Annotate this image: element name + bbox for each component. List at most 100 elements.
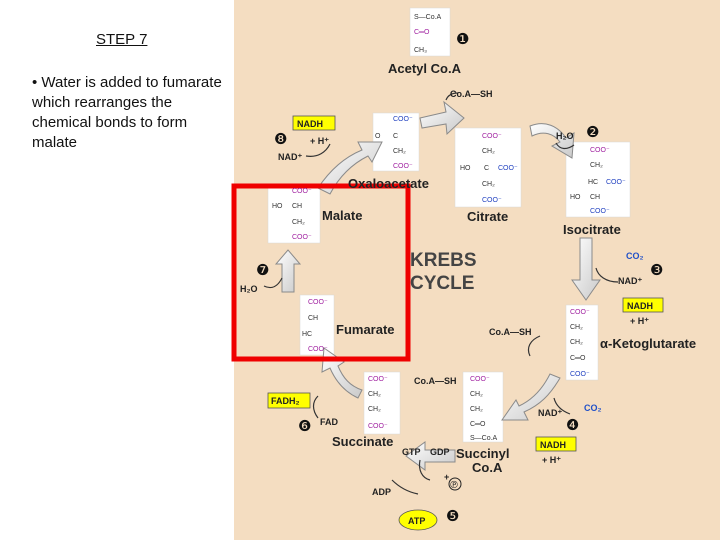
arrow-step-7 <box>274 249 302 293</box>
succ-ch2-1: CH₂ <box>368 391 381 398</box>
gtp-step5-arrow <box>418 459 431 481</box>
arrow-step-6 <box>321 347 363 399</box>
nad-step8-arrow <box>305 143 331 157</box>
citrate-ch2-bottom: CH₂ <box>482 181 495 188</box>
step-5-marker: ❺ <box>446 507 459 525</box>
nad-step4-arrow <box>553 397 571 415</box>
citrate-ho: HO <box>460 165 471 172</box>
fad-label: FAD <box>320 417 339 427</box>
acetyl-coa-structure <box>409 7 451 57</box>
step-8-marker: ❽ <box>274 130 287 148</box>
oxalo-ch2: CH₂ <box>393 148 406 155</box>
fumarate-structure <box>299 294 335 356</box>
arrow-step-5 <box>405 441 456 471</box>
coa-sh-top: Co.A—SH <box>450 89 493 99</box>
cycle-label: CYCLE <box>410 273 474 294</box>
step-description: • Water is added to fumarate which rearr… <box>32 74 222 151</box>
arrow-step-4 <box>501 373 561 421</box>
citrate-c: C <box>484 165 489 172</box>
atp-burst <box>398 509 438 531</box>
succinyl-coa-label: Co.A <box>472 460 503 475</box>
succoa-coo: COO⁻ <box>470 376 490 383</box>
alpha-ketoglutarate-label: α-Ketoglutarate <box>600 336 696 351</box>
succoa-ch2-2: CH₂ <box>470 406 483 413</box>
isocitrate-label: Isocitrate <box>563 222 621 237</box>
malate-label: Malate <box>322 208 362 223</box>
acetyl-s-coa: S—Co.A <box>414 14 442 21</box>
coa-sh-release-arrow <box>445 92 459 101</box>
succinate-label: Succinate <box>332 434 393 449</box>
adp-label: ADP <box>372 487 391 497</box>
step-6-marker: ❻ <box>298 417 311 435</box>
nad-plus-step3: NAD⁺ <box>618 276 642 286</box>
oxalo-o: O <box>375 133 381 140</box>
succinate-structure <box>363 371 401 435</box>
isocit-coo-side: COO⁻ <box>606 179 626 186</box>
coa-sh-step4: Co.A—SH <box>489 327 532 337</box>
nadh-text-step4: NADH <box>540 440 566 450</box>
nad-plus-step8: NAD⁺ <box>278 152 302 162</box>
akg-ch2-1: CH₂ <box>570 324 583 331</box>
akg-coo-bottom: COO⁻ <box>570 371 590 378</box>
fum-coo-top: COO⁻ <box>308 299 328 306</box>
nadh-text-step3: NADH <box>627 301 653 311</box>
malate-ch: CH <box>292 203 302 210</box>
succ-coo-top: COO⁻ <box>368 376 388 383</box>
succoa-c-coa: S—Co.A <box>470 435 498 442</box>
phosphate-circle <box>448 477 462 491</box>
akg-ch2-2: CH₂ <box>570 339 583 346</box>
nad-step3-arrow <box>595 267 619 283</box>
citrate-ch2-top: CH₂ <box>482 148 495 155</box>
co2-step3: CO₂ <box>626 251 644 261</box>
malate-structure <box>267 184 321 244</box>
arrow-step-2 <box>529 123 575 159</box>
citrate-label: Citrate <box>467 209 508 224</box>
acetyl-c-o: C═O <box>414 29 430 36</box>
step-3-marker: ❸ <box>650 261 663 279</box>
gdp-label: GDP <box>430 447 450 457</box>
oxalo-coo-bottom: COO⁻ <box>393 163 413 170</box>
isocit-ho: HO <box>570 194 581 201</box>
phosphate-label: ℗ <box>449 480 459 491</box>
succoa-c-o: C═O <box>470 421 486 428</box>
gtp-label: GTP <box>402 447 421 457</box>
h2o-step2: H₂O <box>556 131 574 141</box>
akg-coo-top: COO⁻ <box>570 309 590 316</box>
citrate-coo-side: COO⁻ <box>498 165 518 172</box>
coa-sh-step5: Co.A—SH <box>414 376 457 386</box>
isocit-hc: HC <box>588 179 598 186</box>
nad-plus-step4: NAD⁺ <box>538 408 562 418</box>
succinyl-coa-structure <box>462 371 504 443</box>
h2o-step2-arrow <box>555 142 575 150</box>
atp-label: ATP <box>408 516 425 526</box>
isocit-ch2: CH₂ <box>590 162 603 169</box>
acetyl-coa-label: Acetyl Co.A <box>388 61 462 76</box>
arrow-step-3 <box>571 237 601 301</box>
plus-sign: + <box>444 472 449 482</box>
citrate-structure <box>454 127 522 208</box>
fum-coo-bottom: COO⁻ <box>308 346 328 353</box>
h-plus-step3: + H⁺ <box>630 316 649 326</box>
malate-ch2: CH₂ <box>292 219 305 226</box>
succ-ch2-2: CH₂ <box>368 406 381 413</box>
fadh2-box <box>267 392 311 409</box>
nadh-box-step3 <box>622 297 664 313</box>
highlight-frame <box>231 183 411 362</box>
nadh-text-step8: NADH <box>297 119 323 129</box>
nadh-box-step8 <box>292 115 336 131</box>
nadh-box-step4 <box>535 436 577 452</box>
oxaloacetate-label: Oxaloacetate <box>348 176 429 191</box>
acetyl-ch3: CH₃ <box>414 47 427 54</box>
citrate-coo-top: COO⁻ <box>482 133 502 140</box>
step-title: STEP 7 <box>96 31 148 48</box>
fumarate-label: Fumarate <box>336 322 395 337</box>
isocit-coo-top: COO⁻ <box>590 147 610 154</box>
arrow-step-8 <box>317 141 383 195</box>
h-plus-step8: + H⁺ <box>310 136 329 146</box>
h-plus-step4: + H⁺ <box>542 455 561 465</box>
isocit-coo-bottom: COO⁻ <box>590 208 610 215</box>
coa-sh-step4-arrow <box>527 335 541 357</box>
step-1-marker: ❶ <box>456 30 469 48</box>
adp-step5-arrow <box>391 479 419 495</box>
